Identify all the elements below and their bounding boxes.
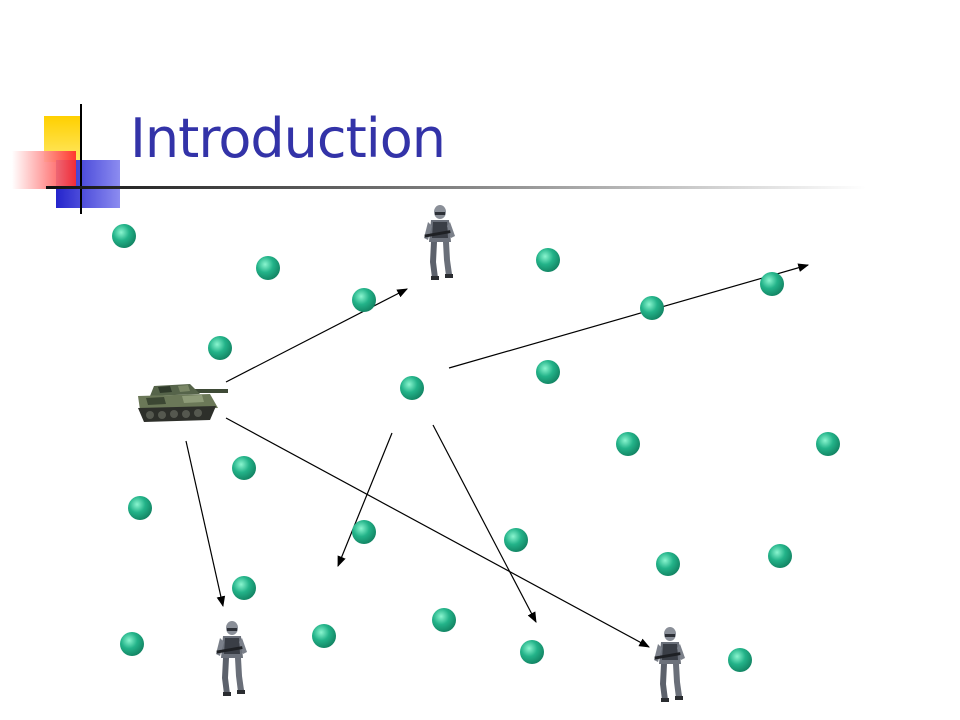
soldier-icon bbox=[654, 627, 685, 702]
arrow-center-to-right bbox=[448, 263, 810, 369]
sensor-node-icon bbox=[816, 432, 840, 456]
sensor-node-icon bbox=[352, 288, 376, 312]
title-decoration bbox=[12, 104, 866, 214]
sensor-node-icon bbox=[536, 360, 560, 384]
sensor-node-icon bbox=[504, 528, 528, 552]
soldier-icon bbox=[424, 205, 455, 280]
arrow-center-down-right bbox=[432, 424, 537, 623]
sensor-node-icon bbox=[128, 496, 152, 520]
sensor-node-icon bbox=[536, 248, 560, 272]
arrow-tank-to-bottom-right-soldier bbox=[225, 417, 650, 648]
slide-title: Introduction bbox=[130, 107, 446, 170]
arrows bbox=[185, 263, 810, 648]
sensor-node-icon bbox=[520, 640, 544, 664]
sensor-node-icon bbox=[768, 544, 792, 568]
arrow-tank-to-bottom-left-soldier bbox=[185, 440, 226, 608]
soldier-icon bbox=[216, 621, 247, 696]
title-underline bbox=[46, 186, 866, 189]
sensor-node-icon bbox=[432, 608, 456, 632]
sensor-node-icon bbox=[312, 624, 336, 648]
sensor-node-icon bbox=[256, 256, 280, 280]
tank-icon bbox=[138, 384, 228, 422]
sensor-node-icon bbox=[112, 224, 136, 248]
sensor-node-icon bbox=[232, 576, 256, 600]
arrow-center-down-left bbox=[337, 432, 393, 568]
sensor-node-icon bbox=[640, 296, 664, 320]
arrow-tank-to-top-soldier bbox=[225, 288, 408, 383]
sensor-node-icon bbox=[400, 376, 424, 400]
sensor-node-icon bbox=[120, 632, 144, 656]
decor-red-square bbox=[12, 151, 76, 189]
sensor-node-icon bbox=[760, 272, 784, 296]
sensor-node-icon bbox=[352, 520, 376, 544]
sensor-node-icon bbox=[208, 336, 232, 360]
sensor-node-icon bbox=[616, 432, 640, 456]
sensor-node-icon bbox=[656, 552, 680, 576]
sensor-nodes bbox=[112, 224, 840, 672]
sensor-node-icon bbox=[232, 456, 256, 480]
sensor-node-icon bbox=[728, 648, 752, 672]
